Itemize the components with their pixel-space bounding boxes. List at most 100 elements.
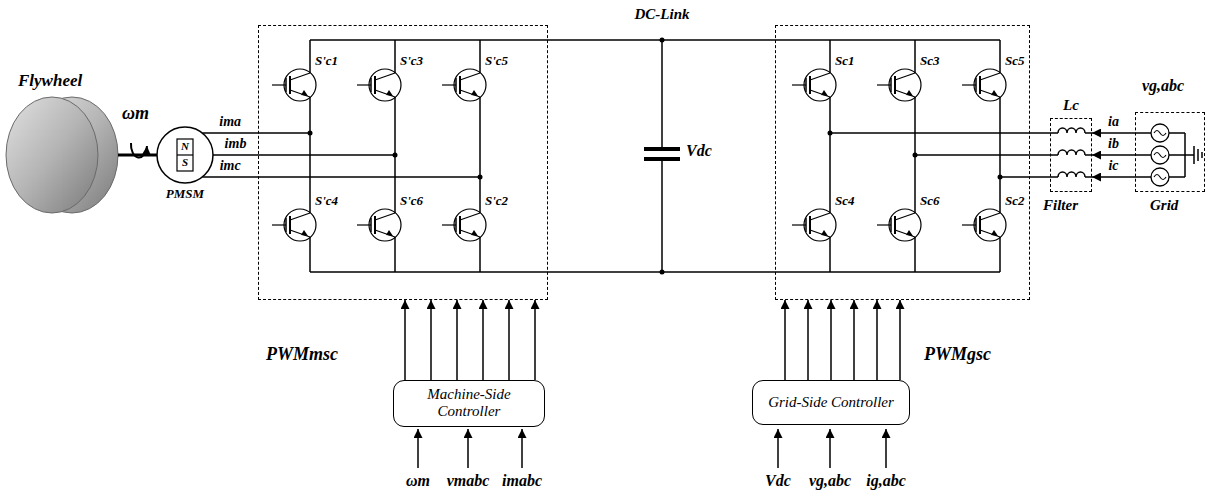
igbt-symbol [889, 69, 921, 101]
signal-label: imabc [502, 472, 542, 490]
junction-dot [478, 175, 483, 180]
junction-dot [828, 131, 833, 136]
collector-lead [460, 213, 480, 220]
phase-wire [258, 132, 310, 134]
gate-plate [805, 78, 807, 92]
igbt-symbol [369, 209, 401, 241]
gate-lead [877, 84, 891, 85]
leg-wire [394, 40, 396, 73]
phase-wire [915, 154, 1030, 156]
gate-lead [272, 84, 286, 85]
current-label: ia [1107, 114, 1120, 129]
igbt-symbol [804, 209, 836, 241]
wire-connector [830, 300, 832, 380]
node-label: Sc6 [920, 194, 940, 208]
input-arrow [467, 429, 469, 468]
node-label: S'c4 [315, 194, 338, 208]
source-lead [1135, 154, 1151, 156]
emitter-arrow [821, 230, 828, 236]
emitter-arrow [906, 230, 913, 236]
node-label: Sc1 [835, 54, 855, 68]
wire-connector [784, 300, 786, 380]
node-label: S'c2 [485, 194, 508, 208]
gate-plate [370, 218, 372, 232]
leg-wire [479, 40, 481, 73]
wire-connector [548, 271, 775, 273]
signal-label: ig,abc [866, 472, 906, 490]
collector-lead [290, 73, 310, 80]
igbt-symbol [454, 69, 486, 101]
gate-plate [975, 218, 977, 232]
gate-plate [975, 78, 977, 92]
leg-wire [914, 40, 916, 73]
emitter-arrow [471, 230, 478, 236]
inductor-coil [1058, 150, 1085, 155]
wire-connector [508, 300, 510, 380]
ac-source [1151, 168, 1169, 186]
dc-rail [775, 271, 1000, 273]
channel-bar [809, 216, 811, 234]
node-label: Sc4 [835, 194, 855, 208]
collector-lead [895, 213, 915, 220]
igbt-symbol [284, 69, 316, 101]
gate-lead [357, 224, 371, 225]
gate-plate [285, 78, 287, 92]
flywheel-disc [6, 97, 98, 213]
channel-bar [289, 76, 291, 94]
wire-connector [1030, 132, 1050, 134]
wire-connector [1092, 132, 1135, 134]
emitter-lead [810, 230, 830, 237]
node-label: Sc2 [1005, 194, 1025, 208]
collector-lead [895, 73, 915, 80]
current-label: imb [224, 136, 248, 151]
wire-connector [1092, 176, 1135, 178]
node-label: Grid-Side Controller [768, 394, 894, 411]
junction-dot [913, 153, 918, 158]
gate-lead [962, 224, 976, 225]
channel-bar [979, 76, 981, 94]
wire-connector [404, 300, 406, 380]
node-label: S [157, 156, 213, 168]
leg-wire [309, 40, 311, 73]
emitter-arrow [301, 230, 308, 236]
channel-bar [894, 76, 896, 94]
signal-label: Vdc [686, 142, 712, 160]
ground-lead [1185, 154, 1194, 156]
wire-connector [202, 132, 258, 134]
converter-box: Sc1Sc3Sc5Sc4Sc6Sc2 [775, 25, 1030, 300]
grid-box: vg,abcGrid [1135, 112, 1205, 192]
igbt-symbol [804, 69, 836, 101]
collector-lead [375, 213, 395, 220]
node-label: Sc3 [920, 54, 940, 68]
gate-plate [805, 218, 807, 232]
leg-wire [999, 40, 1001, 73]
ac-source [1151, 124, 1169, 142]
leg-wire [829, 97, 831, 213]
channel-bar [374, 76, 376, 94]
leg-wire [479, 97, 481, 213]
wire-connector [853, 300, 855, 380]
gate-plate [890, 78, 892, 92]
dc-rail [310, 271, 548, 273]
source-lead [1135, 132, 1151, 134]
capacitor-lead [661, 159, 663, 272]
gate-plate [455, 218, 457, 232]
wire-connector [482, 300, 484, 380]
input-arrow [885, 429, 887, 468]
dc-rail [310, 39, 548, 41]
channel-bar [894, 216, 896, 234]
signal-label: PWMgsc [924, 345, 991, 365]
current-label: imc [219, 158, 242, 173]
signal-label: ωm [406, 472, 430, 490]
channel-bar [459, 216, 461, 234]
wire-connector [876, 300, 878, 380]
inductor-lead [1050, 154, 1058, 156]
source-lead [1169, 154, 1185, 156]
junction-dot [308, 131, 313, 136]
emitter-lead [895, 230, 915, 237]
node-label: Flywheel [18, 72, 82, 91]
rotation-arrow [131, 143, 147, 158]
filter-box: LcFilter [1050, 118, 1092, 192]
